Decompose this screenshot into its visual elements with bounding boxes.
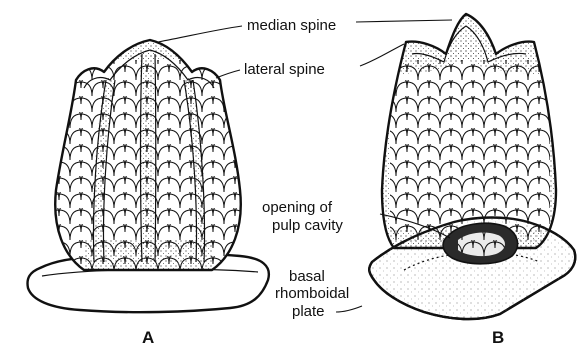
label-median-spine: median spine — [247, 17, 336, 34]
label-pulp-cavity: pulp cavity — [272, 217, 343, 234]
label-rhomboidal: rhomboidal — [275, 285, 349, 302]
scale-b — [369, 14, 575, 319]
leader-lateral-spine-a — [216, 70, 240, 78]
label-opening-of: opening of — [262, 199, 333, 216]
leader-median-spine-b — [356, 20, 452, 22]
figure-label-a: A — [142, 328, 154, 347]
scale-a — [28, 40, 269, 312]
label-basal: basal — [289, 268, 325, 285]
label-lateral-spine: lateral spine — [244, 61, 325, 78]
leader-basal-plate — [336, 306, 362, 312]
leader-median-spine-a — [158, 26, 242, 42]
leader-lateral-spine-b — [360, 44, 404, 66]
figure-label-b: B — [492, 328, 504, 347]
label-plate: plate — [292, 303, 325, 320]
